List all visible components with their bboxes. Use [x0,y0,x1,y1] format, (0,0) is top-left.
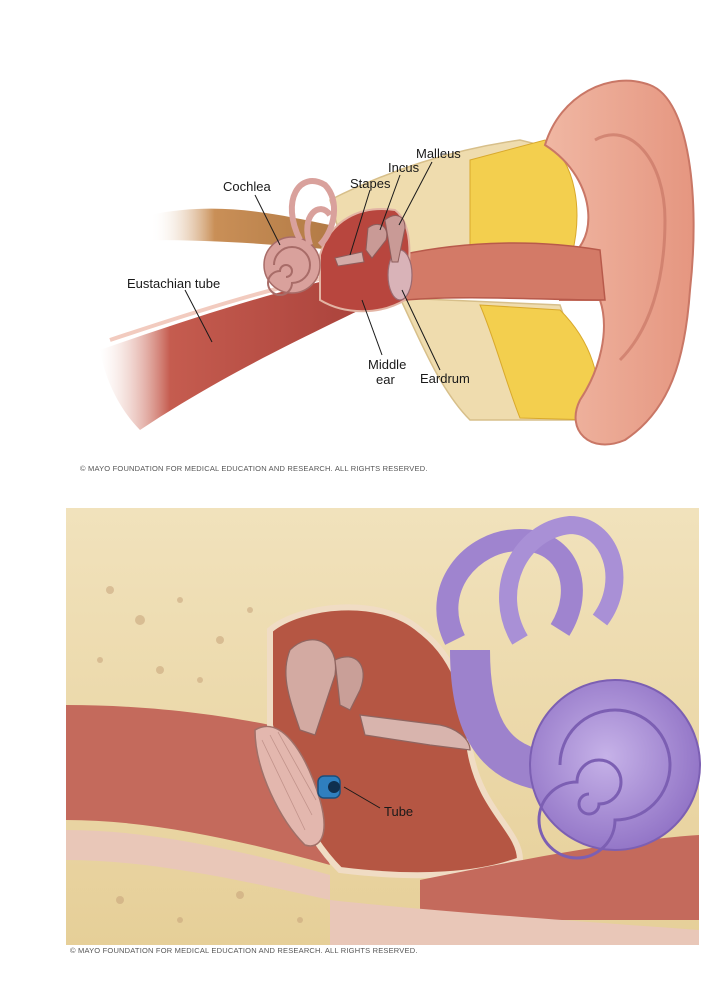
leader-cochlea [254,194,281,246]
stapes-bone-2 [359,714,471,751]
incus-bone [365,224,388,259]
leader-malleus [398,161,433,226]
leader-middle-ear [361,299,383,356]
ear-tube-illustration: Tube [66,508,701,945]
label-tube: Tube [384,804,413,819]
ear-tube-diagram: Tube [0,500,719,989]
eardrum-2 [254,725,325,847]
outer-ear-fold [594,133,667,362]
label-middle-ear-line2: ear [376,372,395,387]
ear-anatomy-illustration: Malleus Incus Stapes Cochlea Eustachian … [100,79,695,446]
copyright-credit-bottom: © MAYO FOUNDATION FOR MEDICAL EDUCATION … [70,946,418,955]
eustachian-tube-2 [420,835,699,920]
stapes-bone [334,251,365,267]
ear-anatomy-diagram: Malleus Incus Stapes Cochlea Eustachian … [0,0,719,480]
incus-bone-2 [334,656,364,711]
leader-stapes [349,189,371,256]
bone-pores [97,586,303,923]
eustachian-muscle [100,275,380,430]
label-incus: Incus [388,160,420,175]
ear-tube-device [317,775,341,799]
label-eustachian-tube: Eustachian tube [127,276,220,291]
inner-ear-purple [436,515,701,860]
label-cochlea: Cochlea [223,179,271,194]
leader-incus [379,174,401,231]
eardrum-striations [261,731,317,831]
ear-canal [399,242,606,301]
leader-eustachian [184,289,213,343]
copyright-credit-top: © MAYO FOUNDATION FOR MEDICAL EDUCATION … [80,464,428,473]
label-eardrum: Eardrum [420,371,470,386]
canal-wall-lower [66,830,330,900]
label-stapes: Stapes [350,176,391,191]
leader-eardrum [401,289,441,371]
malleus-bone-2 [285,639,337,736]
label-middle-ear-line1: Middle [368,357,406,372]
label-malleus: Malleus [416,146,461,161]
cochlea-shape [263,236,321,296]
semicircular-canals [288,178,338,248]
eustachian-wall [330,900,699,945]
leader-tube [343,786,381,809]
